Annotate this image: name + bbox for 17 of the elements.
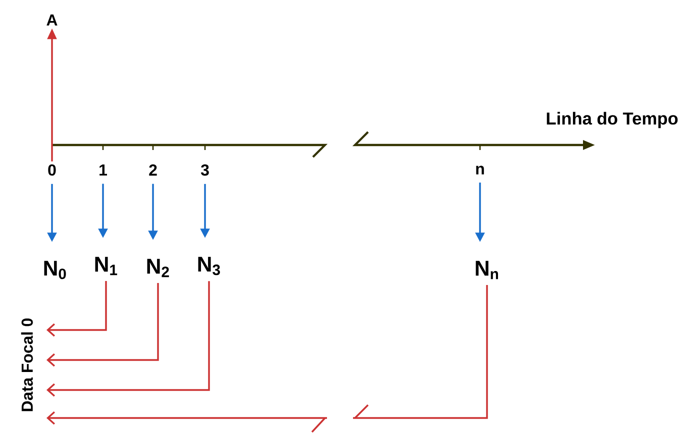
period-label: 3 <box>200 164 209 176</box>
axis-label: A <box>46 14 58 26</box>
value-label: N$_{2}$ <box>147 258 169 278</box>
arrow <box>46 285 488 425</box>
focal-date-label: Data Focal 0 <box>21 318 33 412</box>
axis-title: Linha do Tempo <box>546 112 678 128</box>
value-label: N$_{0}$ <box>44 260 66 280</box>
value-label: N$_{n}$ <box>476 260 498 280</box>
arrow <box>46 281 210 397</box>
value-label: N$_{3}$ <box>198 256 220 276</box>
arrow <box>46 281 107 337</box>
period-label: 2 <box>149 164 157 176</box>
value-label: N$_{1}$ <box>95 256 118 276</box>
period-label: n <box>476 166 484 174</box>
period-label: 1 <box>100 164 107 176</box>
period-label: 0 <box>48 164 56 176</box>
arrow <box>46 283 159 367</box>
